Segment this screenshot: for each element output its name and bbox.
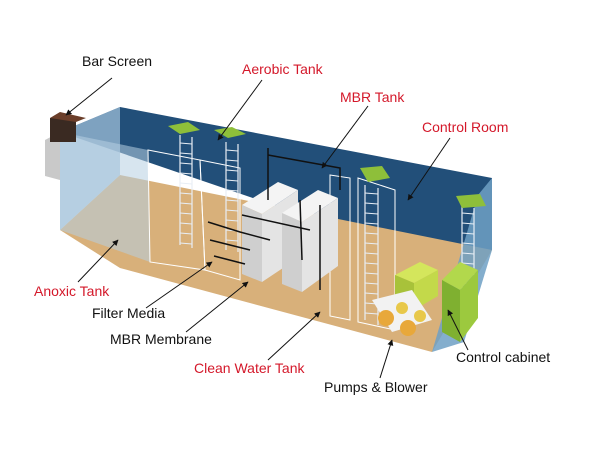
ladder-rung [364,252,379,255]
ladder-rung [461,242,475,245]
ladder-rung [461,212,475,215]
ladder-rung [225,169,239,172]
ladder-rung [364,262,379,265]
control-cabinet [395,262,478,342]
ladder-rung [364,312,379,315]
mbr-membrane-modules [242,182,338,292]
label-control-cabinet: Control cabinet [456,349,550,365]
green-platforms [168,122,486,208]
ladder-rung [461,262,475,265]
ladder-rung [179,152,193,155]
ladder-rung [225,199,239,202]
label-mbr-membrane: MBR Membrane [110,331,212,347]
label-anoxic-tank: Anoxic Tank [34,283,110,299]
ladder-rung [461,222,475,225]
leader-lines [65,77,469,379]
ladder-rung [179,202,193,205]
ladder-rung [179,162,193,165]
label-pumps-blower: Pumps & Blower [324,379,428,395]
ladder-rung [179,222,193,225]
ladder-rung [225,219,239,222]
ladder-rung [461,232,475,235]
ladder-rung [364,282,379,285]
bar-screen-base [45,132,60,180]
label-bar-screen: Bar Screen [82,53,152,69]
ladder-rung [225,209,239,212]
label-clean-water-tank: Clean Water Tank [194,360,305,376]
ladder-rung [179,142,193,145]
ladder-rung [364,272,379,275]
ladder-rung [364,192,379,195]
back-wall [60,107,492,258]
ladder-rung [364,232,379,235]
ladder-rung [461,252,475,255]
front-wall-anoxic [60,132,150,262]
label-control-room: Control Room [422,119,508,135]
pumps-blower-equipment [372,290,432,336]
ladder-rung [364,212,379,215]
ladder-rung [179,242,193,245]
label-mbr-tank: MBR Tank [340,89,405,105]
bar-screen-unit [50,118,76,142]
ladder-rung [364,242,379,245]
ladder-rung [225,159,239,162]
ladder-rung [179,192,193,195]
ladder-rung [179,172,193,175]
ladder-rung [225,189,239,192]
label-aerobic-tank: Aerobic Tank [242,61,324,77]
ladder-rung [179,232,193,235]
label-filter-media: Filter Media [92,305,165,321]
ladder-rung [364,202,379,205]
piping [207,148,341,290]
ladder-rung [364,292,379,295]
ladder-rung [225,149,239,152]
ladder-rung [179,212,193,215]
ladder-rung [225,239,239,242]
ladder-rung [225,179,239,182]
ladder-rung [364,222,379,225]
ladder-rung [179,182,193,185]
